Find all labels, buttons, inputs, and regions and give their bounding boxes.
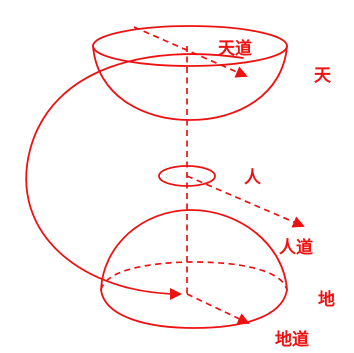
earth-dome-rim-front (100, 289, 288, 329)
earth-dome-rim-back (100, 261, 288, 291)
human-way-arrow (186, 175, 305, 228)
earth-way-label: 地道 (275, 329, 309, 350)
heaven-label: 天 (314, 66, 332, 86)
earth-label: 地 (318, 289, 335, 310)
human-way-label: 人道 (279, 237, 313, 258)
earth-way-arrow (186, 293, 250, 325)
heaven-way-label: 天道 (218, 38, 252, 59)
heaven-bowl (92, 25, 288, 121)
earth-dome-top (100, 209, 288, 291)
heaven-bowl-body (92, 45, 288, 121)
human-label: 人 (244, 168, 262, 188)
cycle-loop-arrow (25, 53, 244, 300)
earth-dome (100, 209, 288, 329)
heaven-bowl-rim (92, 25, 288, 67)
